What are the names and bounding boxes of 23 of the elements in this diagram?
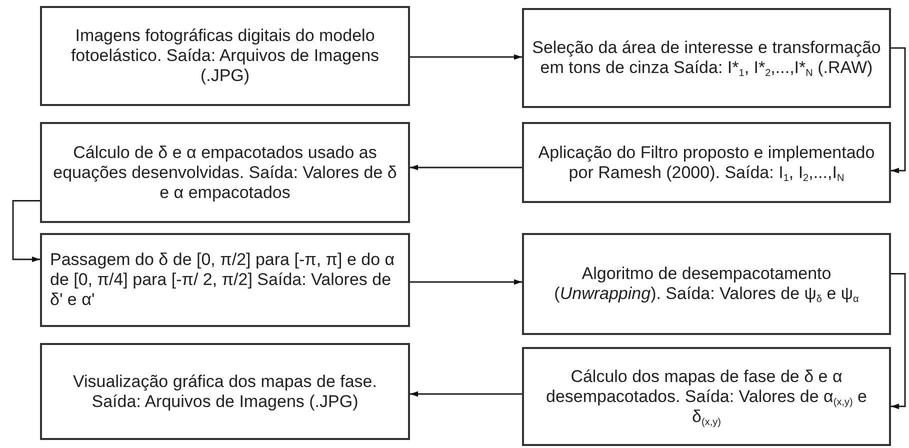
- arrow: [12, 200, 40, 262]
- process-box: [40, 343, 410, 440]
- process-text: Imagens fotográficas digitais do modelo fotoelástico. Saída: Arquivos de Imagens (.JPG): [70, 26, 380, 86]
- process-text: Cálculo de δ e α empacotados usado as equações desenvolvidas. Saída: Valores de δ e α empacotados: [52, 142, 398, 202]
- arrow: [410, 164, 522, 170]
- process-text: Aplicação do Filtro proposto e implementado por Ramesh (2000). Saída: I$_{1}$, I$_{2}$,...,I$_{N}$: [537, 142, 876, 182]
- process-text: Seleção da área de interesse e transformação em tons de cinza Saída: I*$_{1}$, I*$_{2}$,...,I*$_{N}$ (.RAW): [532, 38, 881, 78]
- process-box: [522, 122, 891, 203]
- arrow: [891, 273, 906, 410]
- process-text: Visualização gráfica dos mapas de fase. Saída: Arquivos de Imagens (.JPG): [72, 372, 378, 412]
- arrow: [410, 279, 522, 285]
- process-box: [40, 122, 410, 223]
- process-box: [522, 233, 891, 335]
- process-box: [40, 6, 410, 106]
- process-box: [40, 233, 410, 327]
- arrow: [410, 54, 522, 60]
- process-text: Algoritmo de desempacotamento (Unwrapping). Saída: Valores de ψ$_{δ}$ e ψ$_{α}$: [553, 264, 860, 304]
- process-text: Passagem do δ de [0, π/2] para [-π, π] e do α de [0, π/4] para [-π/ 2, π/2] Saída: Valores de δ' e α': [50, 250, 396, 310]
- process-text: Cálculo dos mapas de fase de δ e α desempacotados. Saída: Valores de α$_{(x,y)}$ e δ$_{(x,y)}$: [545, 366, 868, 426]
- arrow: [891, 47, 906, 174]
- process-box: [522, 347, 891, 446]
- process-box: [522, 8, 891, 108]
- arrow: [410, 391, 522, 397]
